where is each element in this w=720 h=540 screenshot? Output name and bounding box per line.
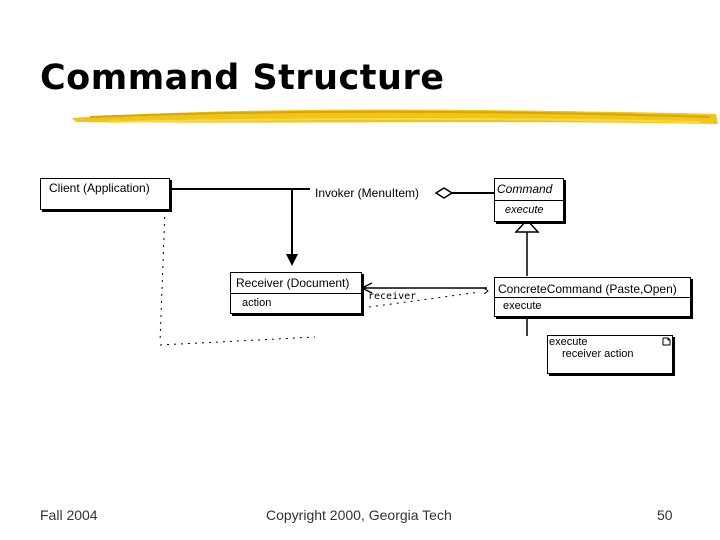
command-divider	[495, 200, 563, 201]
client-class-box: Client (Application)	[40, 178, 170, 210]
concrete-command-name: ConcreteCommand (Paste,Open)	[498, 282, 677, 296]
note-folded-corner-icon	[662, 337, 671, 346]
receiver-operation: action	[242, 297, 272, 309]
note-line-1: execute	[549, 336, 588, 348]
note-box: execute receiver action	[547, 335, 673, 374]
client-label: Client (Application)	[49, 181, 150, 195]
concrete-command-class-box: ConcreteCommand (Paste,Open) execute	[494, 277, 691, 317]
command-operation: execute	[505, 204, 544, 216]
concrete-command-divider	[495, 297, 690, 298]
receiver-class-box: Receiver (Document) action	[230, 272, 362, 314]
footer-date: Fall 2004	[40, 507, 98, 523]
note-line-2: receiver action	[562, 348, 634, 360]
concrete-command-operation: execute	[503, 300, 542, 312]
title-underline-swoosh	[72, 109, 718, 124]
footer-copyright: Copyright 2000, Georgia Tech	[266, 507, 452, 523]
page-number: 50	[657, 507, 673, 523]
receiver-association-label: receiver	[368, 291, 417, 302]
receiver-divider	[231, 293, 361, 294]
receiver-name: Receiver (Document)	[236, 276, 350, 290]
slide-title: Command Structure	[40, 58, 445, 98]
command-name: Command	[497, 182, 553, 196]
command-class-box: Command execute	[494, 178, 564, 222]
invoker-label: Invoker (MenuItem)	[315, 186, 420, 200]
